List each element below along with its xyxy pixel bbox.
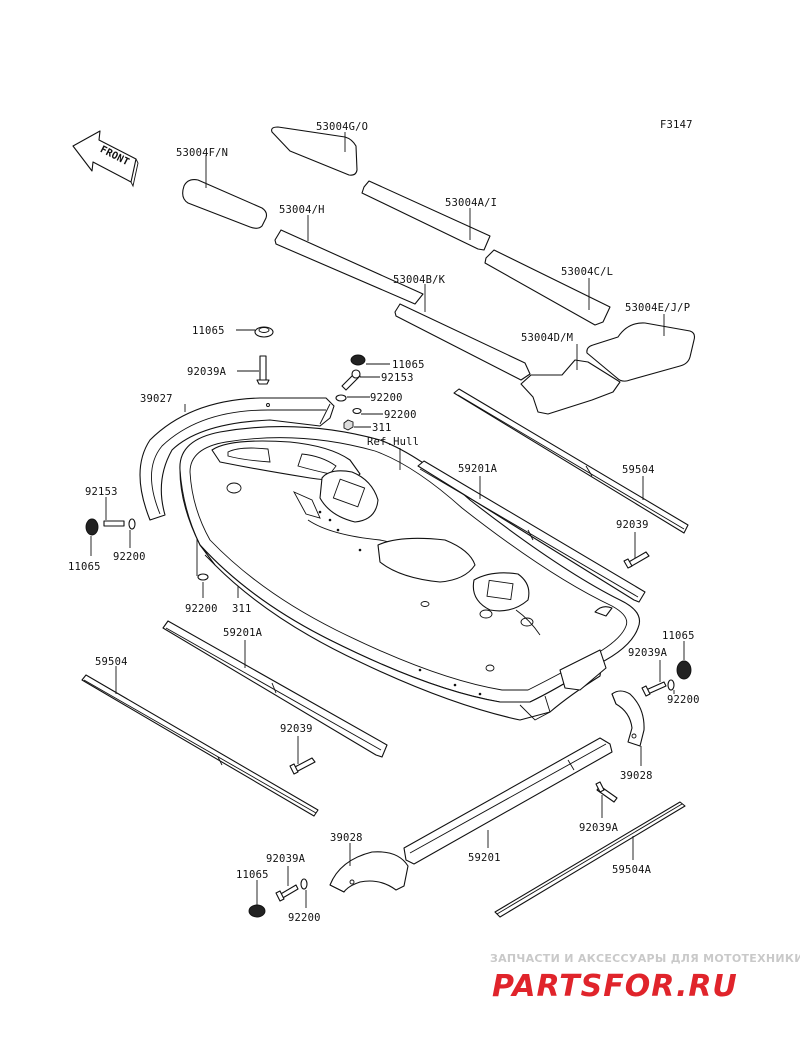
label-11065-right: 11065 [392, 359, 425, 371]
rivet-92039A-top: 92039A [187, 355, 270, 385]
label-92039-right: 92039 [616, 519, 649, 531]
label-11065-lower-right: 11065 [662, 630, 695, 642]
label-53004G-O: 53004G/O [316, 121, 368, 133]
hull: Ref.Hull [179, 426, 641, 721]
label-53004C-L: 53004C/L [561, 266, 613, 278]
washer-92200-c: 92200 [113, 518, 146, 563]
label-53004D-M: 53004D/M [521, 332, 573, 344]
washer-92200-f: 92200 [288, 878, 321, 924]
label-92039A-bottom: 92039A [266, 853, 306, 865]
bolt-92153-top: 92153 [341, 369, 414, 391]
watermark-brand: PARTSFOR.RU [492, 969, 738, 1004]
strake-59201A-right: 59201A [417, 460, 646, 603]
label-92200-c: 92200 [113, 551, 146, 563]
rivet-92039A-lower: 92039A [579, 781, 619, 834]
label-311-top: 311 [372, 422, 392, 434]
rail-59504-left: 59504 [81, 656, 319, 817]
label-53004F-N: 53004F/N [176, 147, 228, 159]
rivet-92039-left: 92039 [280, 723, 316, 775]
label-92153-left: 92153 [85, 486, 118, 498]
label-11065-left: 11065 [68, 561, 101, 573]
mat-53004B: 53004B/K [393, 274, 531, 381]
cap-11065-top: 11065 [192, 325, 274, 338]
mat-53004G: 53004G/O [271, 121, 368, 176]
label-92200-b: 92200 [384, 409, 417, 421]
front-arrow: FRONT [72, 130, 139, 188]
label-92200-d: 92200 [185, 603, 218, 615]
cap-11065-lower-right: 11065 [662, 630, 695, 680]
watermark-brand-left: PARTS [492, 969, 603, 1004]
watermark-brand-right: .RU [676, 969, 738, 1004]
mat-53004H: 53004/H [274, 204, 424, 305]
bolt-92153-left: 92153 [85, 486, 125, 527]
washer-92200-e: 92200 [667, 679, 700, 706]
mat-53004E: 53004E/J/P [586, 302, 696, 382]
rivet-92039A-right: 92039A [628, 647, 668, 697]
cap-11065-bottom: 11065 [236, 869, 269, 918]
cap-11065-right: 11065 [350, 354, 425, 371]
label-92039-left: 92039 [280, 723, 313, 735]
label-53004A-I: 53004A/I [445, 197, 497, 209]
mat-53004D: 53004D/M [520, 332, 621, 415]
watermark-brand-mid: FOR [603, 969, 676, 1004]
rail-59504A: 59504A [494, 801, 686, 918]
bumper-39027: 39027 [139, 393, 335, 521]
label-92200-e: 92200 [667, 694, 700, 706]
strake-59201A-left: 59201A [162, 620, 388, 758]
label-53004E-J-P: 53004E/J/P [625, 302, 690, 314]
label-92039A-right: 92039A [628, 647, 668, 659]
mat-53004C: 53004C/L [484, 249, 613, 326]
label-59201A-right: 59201A [458, 463, 498, 475]
label-53004B-K: 53004B/K [393, 274, 446, 286]
label-53004-H: 53004/H [279, 204, 325, 216]
label-39028-right: 39028 [620, 770, 653, 782]
watermark: ЗАПЧАСТИ И АКСЕССУАРЫ ДЛЯ МОТОТЕХНИКИ PA… [490, 952, 800, 1004]
watermark-tagline: ЗАПЧАСТИ И АКСЕССУАРЫ ДЛЯ МОТОТЕХНИКИ [490, 952, 800, 965]
mat-53004A: 53004A/I [361, 180, 497, 251]
label-92153-top: 92153 [381, 372, 414, 384]
washer-92200-b: 92200 [352, 407, 417, 421]
label-39027: 39027 [140, 393, 173, 405]
strake-59201: 59201 [403, 737, 613, 865]
washer-92200-a: 92200 [335, 392, 403, 404]
label-59504-right: 59504 [622, 464, 655, 476]
label-59504A: 59504A [612, 864, 652, 876]
label-ref-hull: Ref.Hull [367, 436, 419, 448]
label-59201A-left: 59201A [223, 627, 263, 639]
cap-11065-left: 11065 [68, 518, 101, 573]
label-11065-top: 11065 [192, 325, 225, 337]
label-39028-left: 39028 [330, 832, 363, 844]
bumper-39028-right: 39028 [611, 690, 653, 782]
label-11065-bottom: 11065 [236, 869, 269, 881]
nut-311-top: 311 [343, 419, 392, 434]
label-92200-a: 92200 [370, 392, 403, 404]
label-59201: 59201 [468, 852, 501, 864]
rivet-92039A-bottom: 92039A [266, 853, 306, 902]
figure-code: F3147 [660, 119, 693, 131]
rivet-92039-right: 92039 [616, 519, 650, 569]
rail-59504-right: 59504 [453, 388, 689, 534]
bumper-39028-left: 39028 [329, 832, 409, 893]
mat-53004F: 53004F/N [176, 147, 268, 229]
label-59504-left: 59504 [95, 656, 128, 668]
label-92039A-top: 92039A [187, 366, 227, 378]
label-92200-f: 92200 [288, 912, 321, 924]
label-92039A-lower: 92039A [579, 822, 619, 834]
label-311-left: 311 [232, 603, 252, 615]
